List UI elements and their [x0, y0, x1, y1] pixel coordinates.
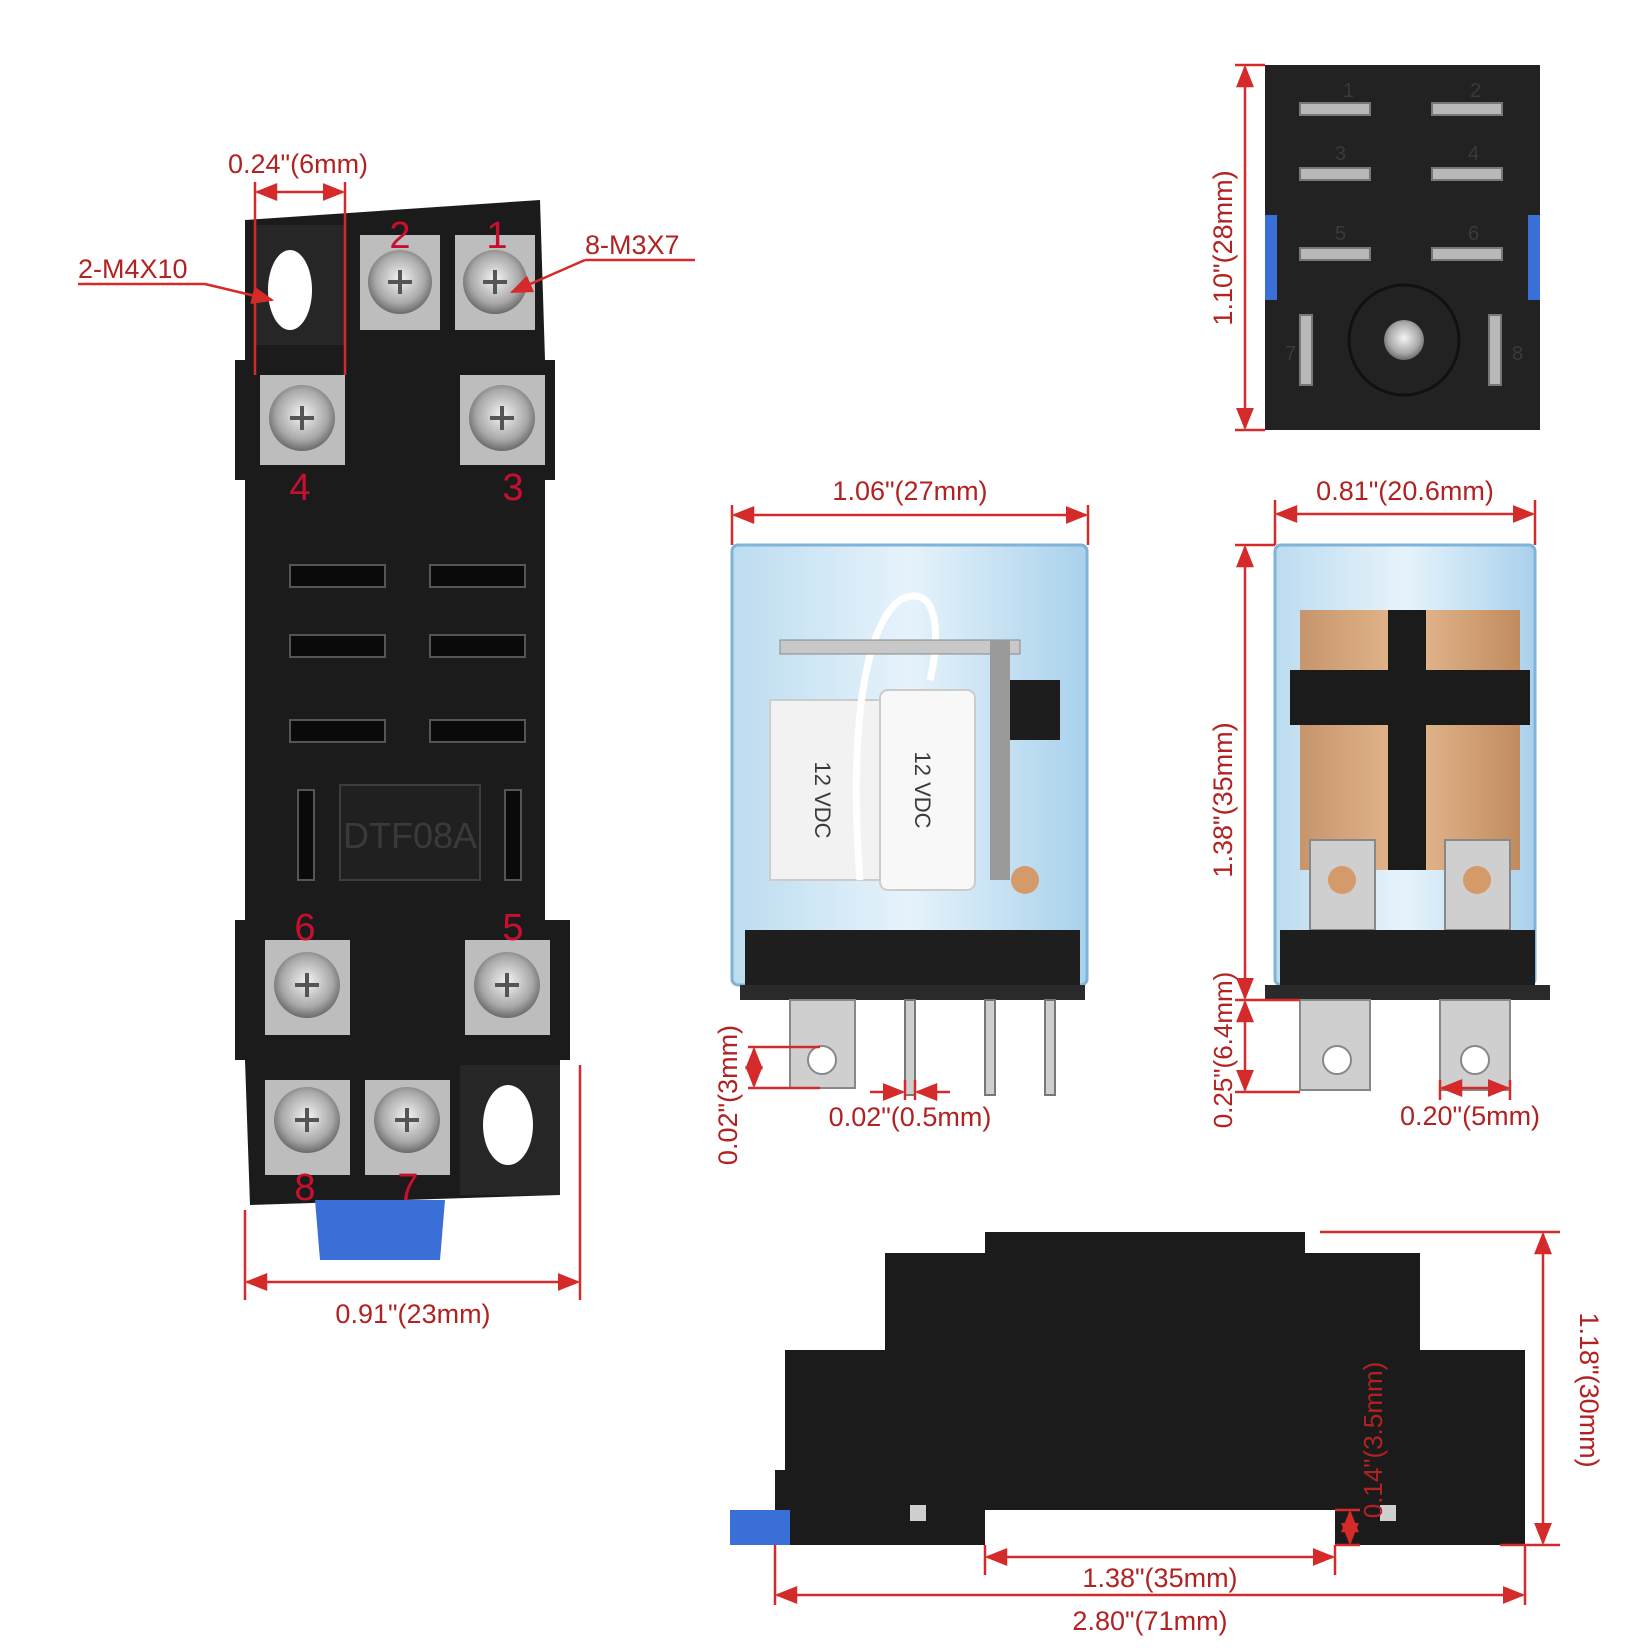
mount-hole-bottom: [483, 1085, 533, 1165]
slot-number: 7: [1285, 343, 1296, 365]
slot-number: 6: [1468, 223, 1479, 245]
slot-number: 4: [1468, 143, 1479, 165]
relay-pin: [904, 999, 916, 1096]
coil-text: 12 VDC: [810, 761, 835, 838]
relay-coil-left: [769, 699, 896, 881]
pin-slots: [1299, 102, 1503, 386]
relay-pin: [1299, 999, 1371, 1091]
terminal-number: 7: [397, 1167, 418, 1209]
socket-top-height-label: 1.10"(28mm): [1208, 170, 1238, 325]
rail-depth-label: 0.14"(3.5mm): [1358, 1362, 1388, 1519]
terminal-number: 4: [289, 467, 310, 509]
model-text: DTF08A: [343, 815, 477, 856]
socket-top-view: 1 2 3 4 5 6 7 8 1.10"(28mm): [1208, 63, 1540, 432]
socket-length-label: 2.80"(71mm): [1072, 1606, 1227, 1636]
slot-number: 2: [1470, 80, 1481, 102]
socket-front-view: DTF08A 2 1 4 3 6 5 8 7 0.24"(6mm) 2-M4X1…: [78, 149, 695, 1329]
socket-width-label: 0.91"(23mm): [335, 1299, 490, 1329]
slot-number: 1: [1343, 80, 1354, 102]
socket-side-body: [775, 1232, 1525, 1545]
din-clip: [315, 1200, 445, 1260]
terminal-number: 2: [389, 215, 410, 257]
relay-side-base: [1280, 930, 1535, 990]
relay-base: [745, 930, 1080, 990]
relay-front-view: 12 VDC 12 VDC 1.06"(27mm) 0.02"(3mm) 0.0…: [713, 476, 1090, 1165]
terminal-number: 8: [294, 1167, 315, 1209]
pin-length-label: 0.25"(6.4mm): [1208, 972, 1238, 1129]
terminal-number: 5: [502, 907, 523, 949]
socket-side-view: 1.18"(30mm) 0.14"(3.5mm) 1.38"(35mm) 2.8…: [730, 1230, 1604, 1636]
terminal-number: 1: [486, 215, 507, 257]
relay-side-width-label: 0.81"(20.6mm): [1316, 476, 1494, 506]
relay-side-view: 0.81"(20.6mm) 1.38"(35mm) 0.25"(6.4mm) 0…: [1208, 476, 1550, 1131]
pin-thickness-label: 0.02"(0.5mm): [829, 1102, 992, 1132]
mount-screw-label: 2-M4X10: [78, 254, 188, 284]
socket-slots: [289, 564, 526, 881]
pin-width-label: 0.20"(5mm): [1400, 1101, 1540, 1131]
relay-height-label: 1.38"(35mm): [1208, 722, 1238, 877]
mount-hole-top: [268, 250, 312, 330]
screw-width-label: 0.24"(6mm): [228, 149, 368, 179]
coil-text: 12 VDC: [910, 751, 935, 828]
din-clip-side: [730, 1510, 790, 1545]
pin-hole-label: 0.02"(3mm): [713, 1025, 743, 1165]
terminal-number: 6: [294, 907, 315, 949]
terminal-screw-label: 8-M3X7: [585, 230, 680, 260]
slot-number: 8: [1512, 343, 1523, 365]
socket-body: [235, 200, 570, 1205]
relay-width-label: 1.06"(27mm): [832, 476, 987, 506]
screw-crosses: [290, 270, 519, 1132]
terminal-number: 3: [502, 467, 523, 509]
relay-coil: [879, 689, 976, 891]
screw-icon: [1384, 320, 1424, 360]
rail-width-label: 1.38"(35mm): [1082, 1563, 1237, 1593]
model-plate: [339, 784, 481, 881]
relay-pin: [1044, 999, 1056, 1096]
relay-pin: [984, 999, 996, 1096]
slot-number: 3: [1335, 143, 1346, 165]
socket-side-height-label: 1.18"(30mm): [1574, 1312, 1604, 1467]
slot-number: 5: [1335, 223, 1346, 245]
